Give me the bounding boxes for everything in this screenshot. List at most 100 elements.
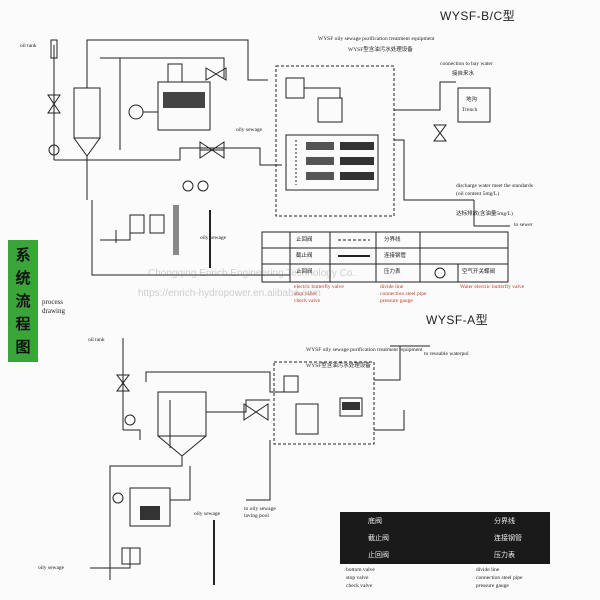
top-trench-cn: 地沟	[466, 97, 478, 103]
bot-out-pipe	[374, 346, 401, 381]
top-equip-pipe-1	[304, 87, 341, 98]
top-legend-cell: 压力表	[384, 269, 401, 275]
top-main-tank	[157, 81, 211, 131]
bot-pipe-c	[109, 456, 183, 580]
top-out-pipe	[394, 139, 474, 201]
top-pump-left	[48, 144, 60, 156]
top-oil-tank-gauge	[50, 39, 58, 59]
top-rack-bar-2	[340, 157, 374, 165]
top-rack-bar-1	[340, 142, 374, 150]
bottom-legend-en: stop valve	[346, 575, 369, 581]
bottom-legend-cell: 底阀	[368, 517, 382, 525]
bot-pump-block	[129, 487, 171, 527]
bottom-oily-sewage-left-label: oily sewage	[38, 565, 65, 571]
bottom-legend-en: divide line	[476, 567, 500, 573]
bot-equip-bar	[342, 402, 360, 410]
top-valve-1b	[47, 103, 61, 114]
top-equipment-cn: WYSF型含油污水处理设备	[348, 47, 413, 53]
top-valve-3b	[433, 132, 447, 142]
bot-equip-unit-3	[339, 397, 363, 417]
top-to-sewer-label: to sewer	[514, 222, 533, 228]
top-lower-box-2	[149, 214, 165, 234]
top-pump-2	[182, 180, 194, 192]
top-legend-en: check valve	[294, 298, 321, 304]
bot-main-tank-cone	[157, 435, 207, 457]
bottom-oily-sewage-pool-label: to oily sewage taving pool	[244, 506, 276, 519]
top-pipe-c	[86, 39, 268, 88]
top-pump-3	[197, 180, 209, 192]
top-legend-en: electric butterfly valve	[294, 284, 344, 290]
top-trench-label: Trench	[462, 107, 478, 113]
bottom-oily-sewage-label: oily sewage	[194, 511, 221, 517]
bot-filter-l	[243, 403, 257, 421]
top-equip-unit-2	[317, 97, 343, 123]
top-legend-cell: 截止阀	[296, 253, 313, 259]
top-connection-bay: connection to bay water	[440, 61, 493, 67]
bottom-legend-cell: 分界线	[494, 517, 515, 525]
top-sump-pipe	[173, 205, 179, 255]
top-legend-en: connection steel pipe	[380, 291, 427, 297]
bottom-legend-row: 底阀 分界线	[340, 512, 550, 529]
top-lower-box-1	[129, 214, 145, 234]
bot-box-low	[121, 547, 141, 565]
bot-equip-unit-2	[295, 403, 319, 435]
bot-pump-1	[124, 414, 136, 426]
top-equipment-en: WYSF oily sewage purification treatment …	[318, 36, 435, 42]
top-valve-1	[47, 94, 61, 105]
bottom-legend-cell: 连接钢管	[494, 534, 522, 542]
bottom-legend-en: bottom valve	[346, 567, 375, 573]
bot-pump-media	[140, 506, 160, 520]
bottom-title: WYSF-A型	[426, 313, 489, 327]
bot-valve-1b	[116, 382, 130, 392]
top-trench	[457, 87, 491, 123]
top-equip-rack	[285, 134, 379, 191]
top-legend-en: stop valve	[294, 291, 317, 297]
bottom-legend-cell: 截止阀	[368, 534, 389, 542]
bot-main-tank	[157, 391, 207, 437]
top-title: WYSF-B/C型	[440, 9, 516, 23]
bot-pipe-a	[123, 429, 141, 440]
bot-pipe-g	[246, 440, 271, 501]
bottom-equipment-en: WYSF oily sewage purification treatment …	[306, 347, 423, 353]
bottom-legend-en: pressure gauge	[476, 583, 509, 589]
top-legend-cell: 空气开关蝶阀	[462, 269, 496, 275]
watermark-line-1: Chongqing Enrich Engineering Technology …	[148, 268, 356, 279]
top-small-box	[167, 63, 183, 83]
top-separator-cone	[73, 137, 101, 157]
top-valve-2b	[215, 67, 227, 81]
bot-equipment-box	[273, 361, 375, 445]
top-legend-en: divide line	[380, 284, 404, 290]
bottom-equipment-cn: WYSF型含油污水处理设备	[306, 363, 371, 369]
top-legend-en: Water electric butterfly valve	[460, 284, 525, 290]
top-legend-cell: 止回阀	[296, 237, 313, 243]
top-pipe-j	[91, 200, 290, 276]
top-valve-2	[205, 67, 217, 81]
vertical-title-char: 程	[15, 314, 31, 333]
top-cn-drain: 接自来水	[452, 71, 475, 77]
top-cn-standard: 达标排放(含油量5mg/L)	[456, 211, 513, 217]
bot-pipe-e	[170, 466, 191, 501]
vertical-title-char: 统	[15, 268, 31, 287]
bot-pipe-d	[206, 399, 270, 413]
top-pump-mid	[128, 104, 144, 120]
watermark-line-2: https://enrich-hydropower.en.alibaba.com	[138, 288, 321, 299]
top-rack-bar-3	[340, 172, 374, 180]
top-oily-sewage-label: oily sewage	[236, 127, 263, 133]
top-legend-cell: 止回阀	[296, 269, 313, 275]
top-pipe-d	[100, 57, 225, 78]
top-valve-3	[433, 124, 447, 134]
top-equip-unit-1	[285, 77, 305, 99]
bottom-legend-row: 截止阀 连接钢管	[340, 529, 550, 546]
top-legend-gauge	[434, 267, 446, 279]
bottom-legend-en: check valve	[346, 583, 373, 589]
top-equipment-box	[275, 65, 395, 217]
vertical-title-banner: 系 统 流 程 图	[8, 240, 38, 362]
process-drawing-label: process drawing	[42, 298, 65, 315]
top-legend-table	[261, 231, 509, 283]
bottom-legend-table: 底阀 分界线 截止阀 连接钢管 止回阀 压力表	[340, 512, 550, 564]
bottom-legend-cell: 压力表	[494, 551, 515, 559]
bot-pipe-f	[90, 548, 131, 569]
bot-pipe-b	[145, 371, 284, 393]
